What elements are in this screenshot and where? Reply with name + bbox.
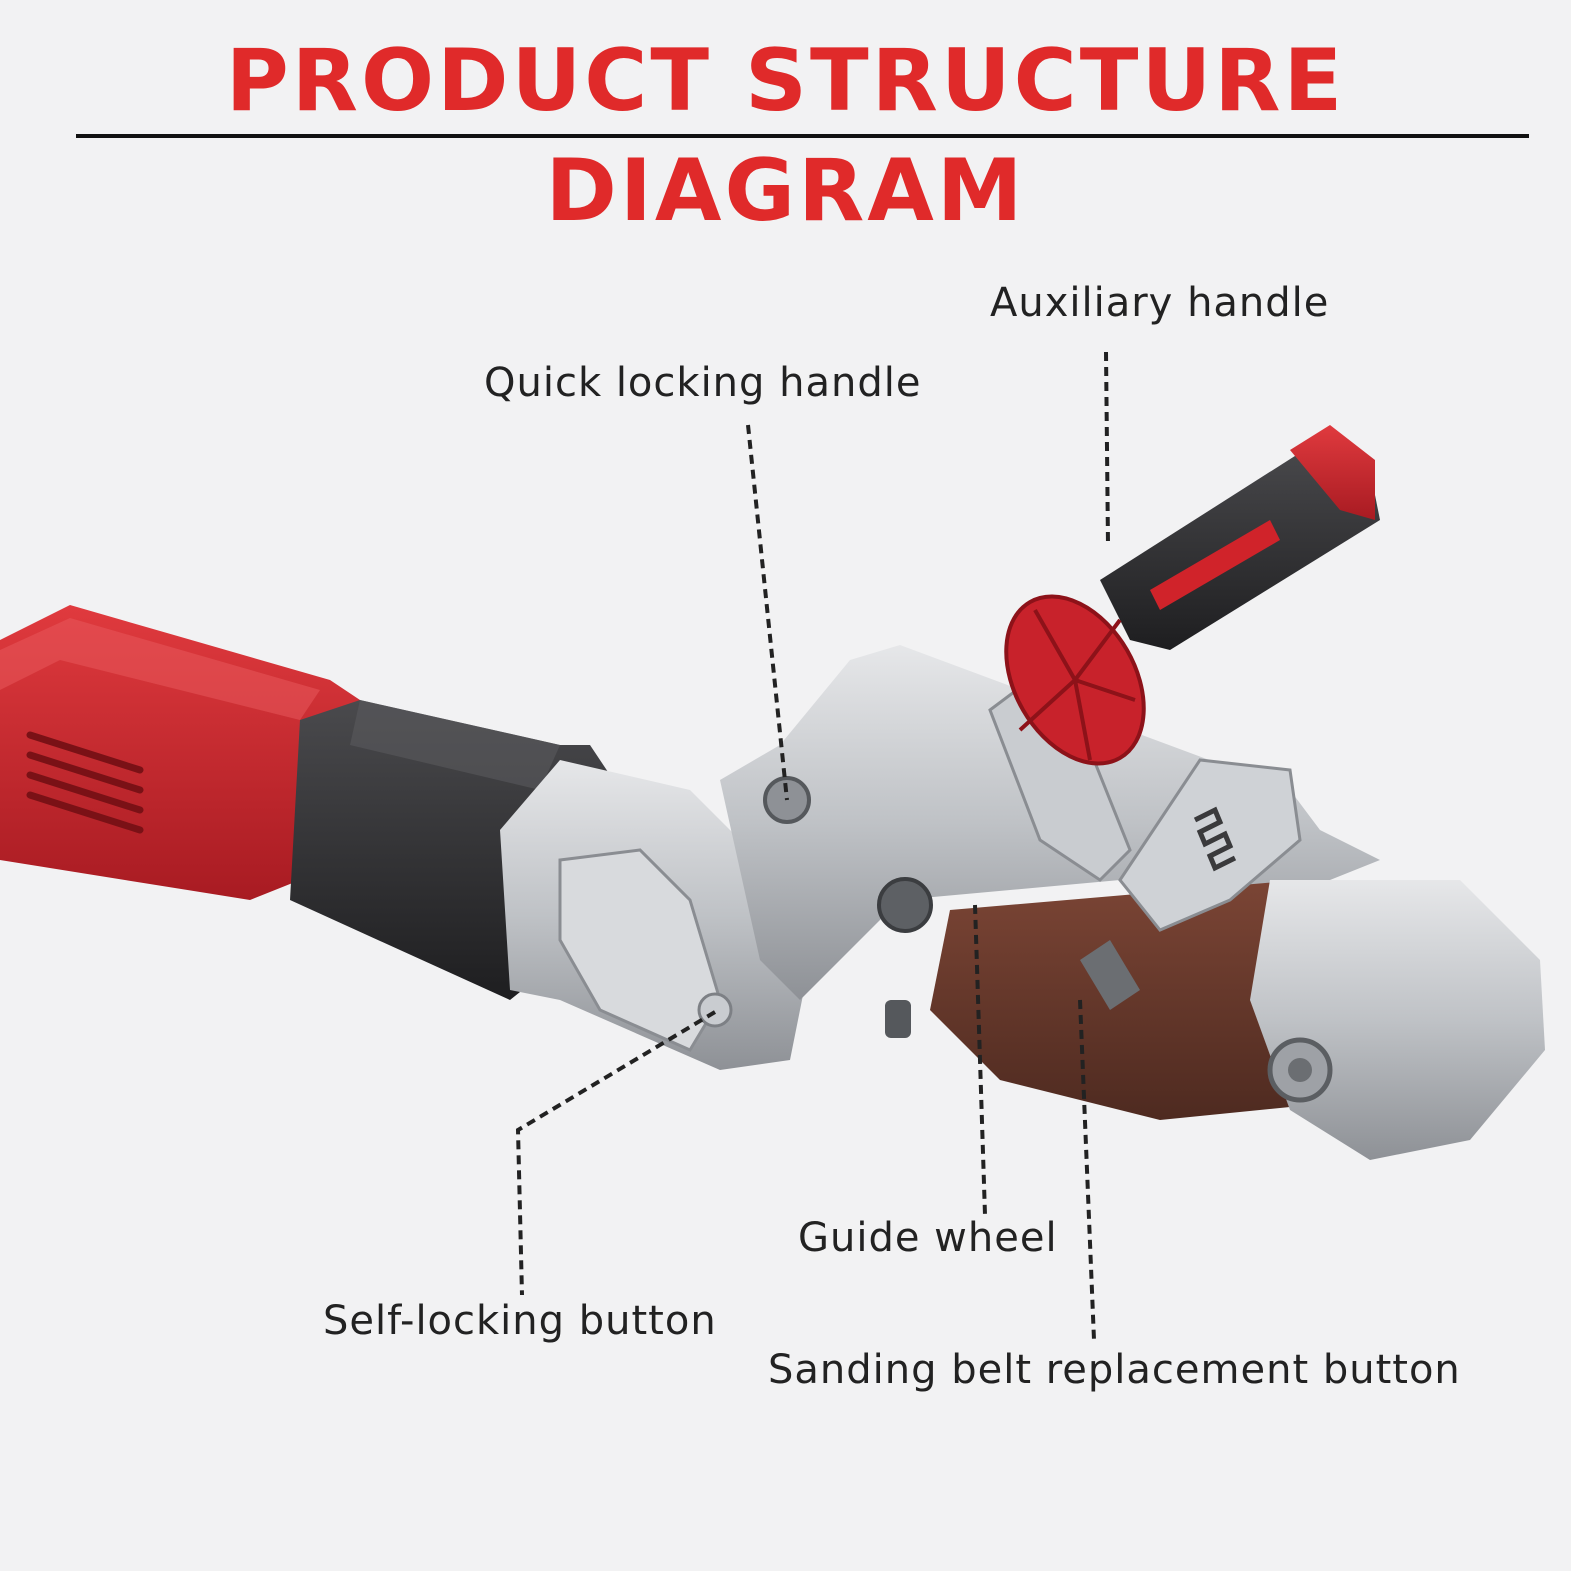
title-underline (76, 134, 1529, 138)
gear-head (500, 760, 810, 1070)
auxiliary-handle-graphic (1004, 425, 1380, 766)
page-title: PRODUCT STRUCTURE DIAGRAM (225, 31, 1346, 241)
callout-guide-wheel: Guide wheel (798, 1215, 1058, 1261)
leader-lines (515, 351, 1110, 1341)
motor-rear-housing (0, 605, 360, 900)
leader-guide-wheel (973, 904, 987, 1216)
leader-auxiliary-handle (1104, 351, 1110, 546)
callout-quick-locking-handle: Quick locking handle (484, 360, 922, 406)
tension-bracket (988, 678, 1302, 1010)
vent-slots (26, 731, 144, 834)
leader-quick-locking-handle (746, 424, 789, 801)
callout-auxiliary-handle: Auxiliary handle (990, 280, 1330, 326)
callout-sanding-belt-replacement-button: Sanding belt replacement button (768, 1347, 1461, 1393)
tension-spring (1193, 806, 1237, 872)
self-locking-button-knob (697, 992, 733, 1028)
leader-sanding-belt-replacement-button (1078, 999, 1096, 1341)
sanding-belt (930, 880, 1360, 1120)
leader-self-locking-button (515, 1010, 717, 1296)
front-wheel-plate (1250, 880, 1545, 1160)
callout-self-locking-button: Self-locking button (323, 1298, 717, 1344)
